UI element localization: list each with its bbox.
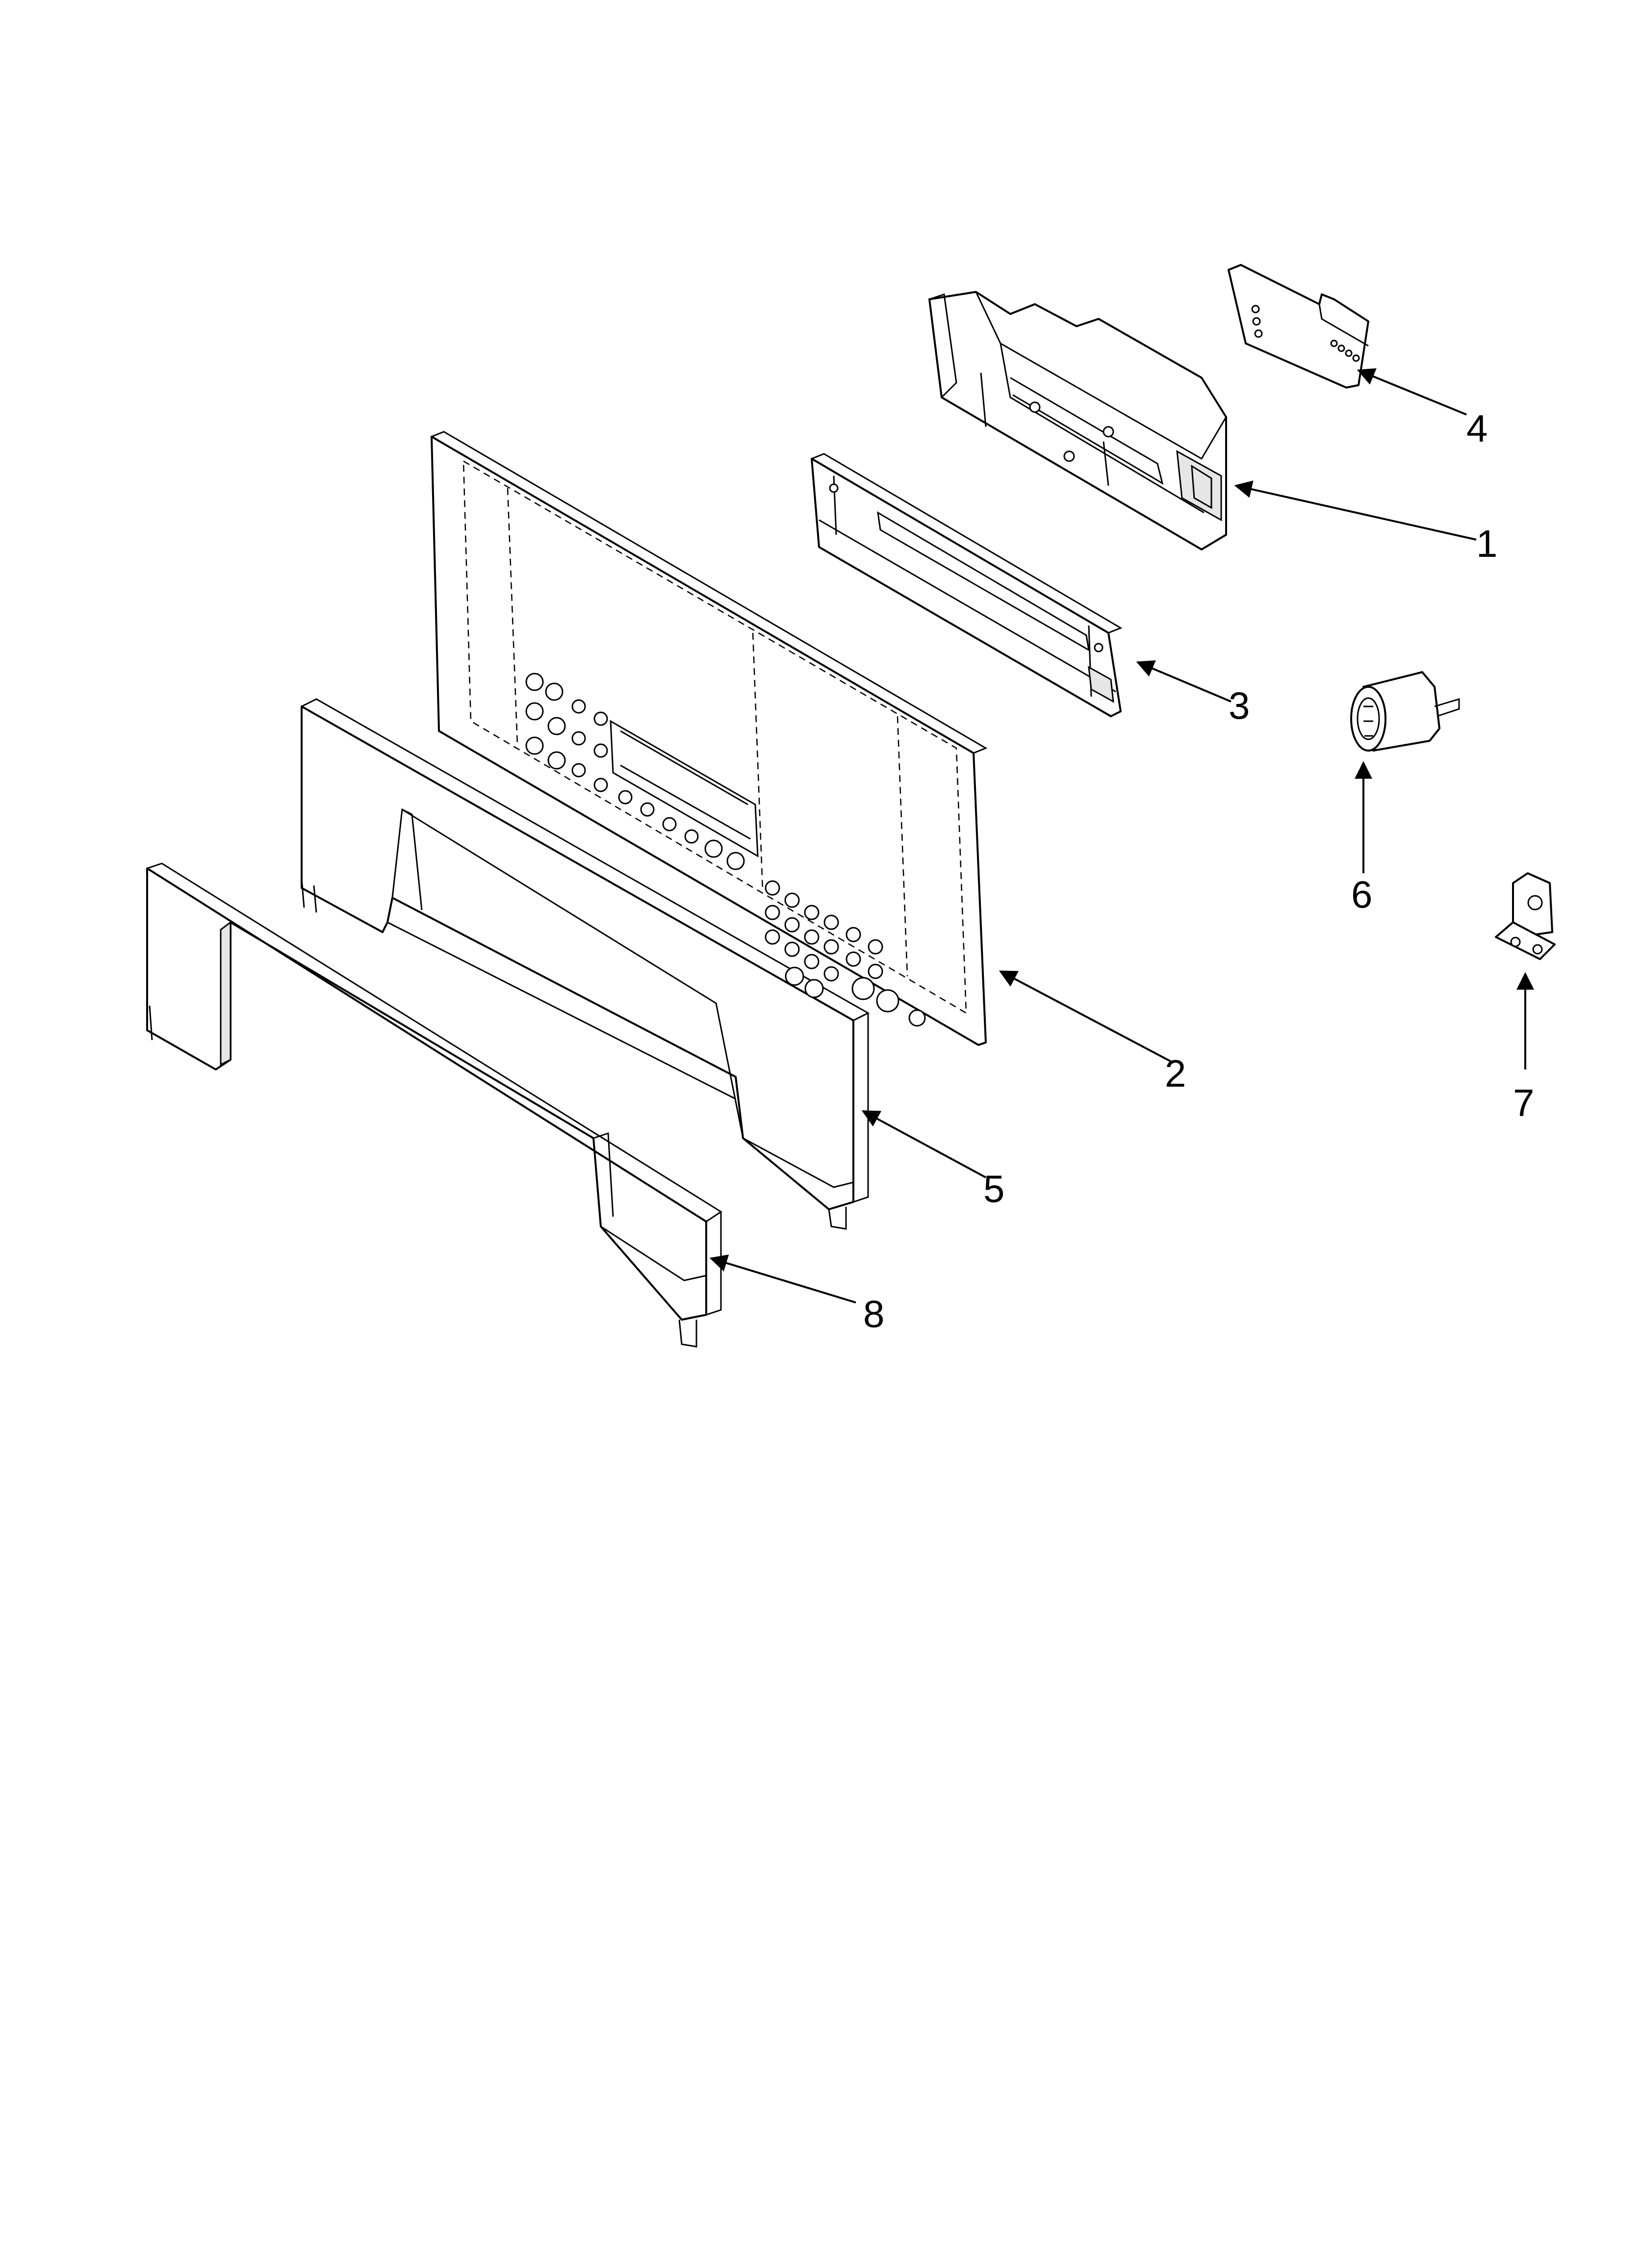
- part-5-console-panel: [301, 698, 870, 1230]
- panel-buttons: [525, 673, 926, 1027]
- leader-8: [709, 1254, 856, 1303]
- leader-5: [861, 1110, 986, 1178]
- part-4-circuit-board: [1228, 264, 1369, 389]
- leader-4: [1357, 368, 1467, 416]
- callout-2: 2: [1165, 1052, 1186, 1095]
- callout-3: 3: [1229, 684, 1250, 727]
- callout-6: 6: [1351, 873, 1372, 916]
- leader-arrows: [709, 368, 1534, 1303]
- callout-4: 4: [1466, 407, 1488, 450]
- leader-2: [999, 970, 1173, 1063]
- leader-1: [1234, 480, 1477, 541]
- part-8-lower-trim: [146, 862, 722, 1348]
- callout-5: 5: [983, 1167, 1004, 1210]
- leader-3: [1136, 660, 1232, 703]
- part-7-angle-bracket: [1495, 872, 1556, 960]
- part-1-control-housing: [928, 291, 1227, 550]
- part-2-touch-panel: [431, 431, 988, 1046]
- callout-1: 1: [1476, 522, 1497, 565]
- part-3-bracket: [811, 453, 1123, 717]
- callout-7: 7: [1513, 1081, 1534, 1124]
- callout-8: 8: [863, 1292, 884, 1335]
- part-6-connector: [1350, 671, 1460, 752]
- callout-labels: 1 2 3 4 5 6 7 8: [863, 407, 1534, 1335]
